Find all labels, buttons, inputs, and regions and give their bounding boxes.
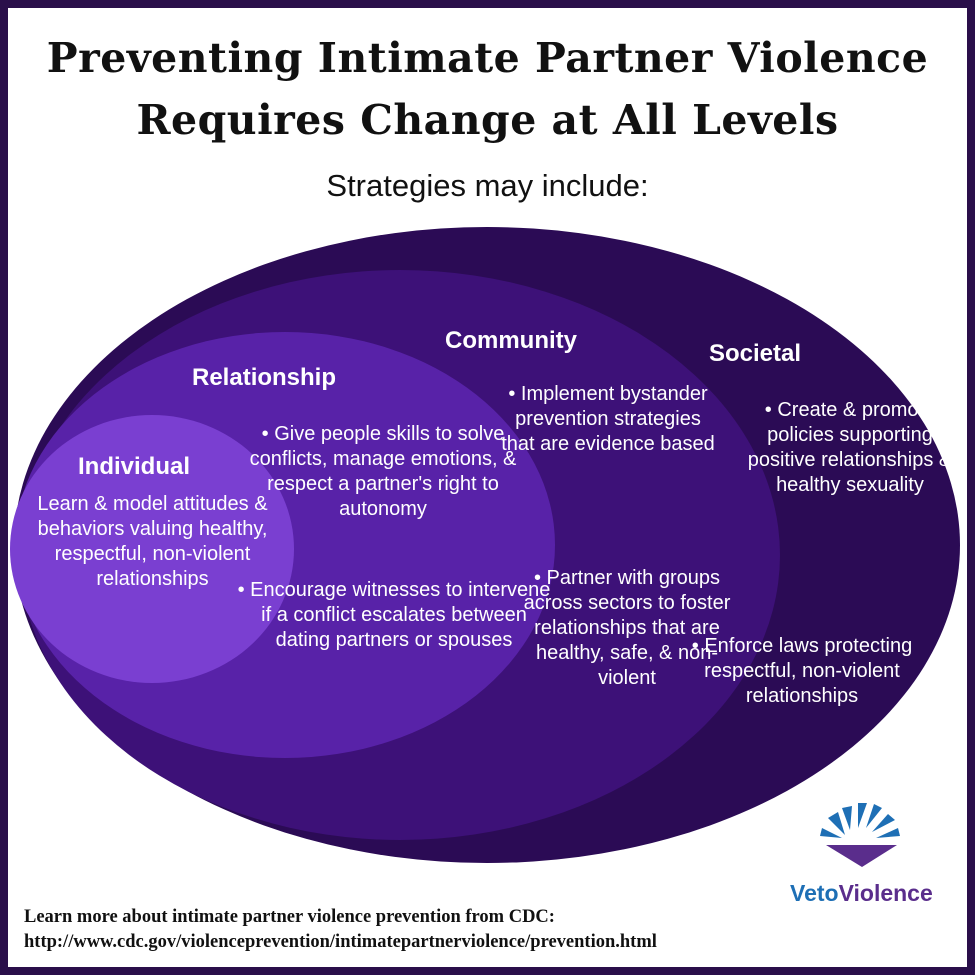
- societal-bullet-1: • Create & promote policies supporting p…: [747, 399, 953, 496]
- cup-shape-icon: [826, 845, 897, 867]
- community-label: Community: [445, 327, 577, 354]
- relationship-bullet-1: • Give people skills to solve conflicts,…: [249, 423, 517, 520]
- vetoviolence-wordmark: VetoViolence: [790, 880, 933, 907]
- footer-link[interactable]: http://www.cdc.gov/violenceprevention/in…: [24, 932, 657, 952]
- individual-text: Learn & model attitudes & behaviors valu…: [37, 493, 268, 590]
- title-line-2: Requires Change at All Levels: [136, 96, 839, 144]
- footer-text: Learn more about intimate partner violen…: [24, 907, 555, 927]
- community-bullet-2: • Partner with groups across sectors to …: [523, 567, 731, 689]
- individual-ellipse: [10, 415, 294, 683]
- relationship-label: Relationship: [192, 364, 337, 391]
- title-line-1: Preventing Intimate Partner Violence: [46, 34, 929, 82]
- societal-label: Societal: [709, 340, 802, 367]
- societal-bullet-2: • Enforce laws protecting respectful, no…: [691, 635, 913, 707]
- brand-part-1: Veto: [790, 880, 839, 906]
- subtitle: Strategies may include:: [326, 168, 649, 203]
- brand-part-2: Violence: [838, 880, 933, 906]
- community-bullet-1: • Implement bystander prevention strateg…: [501, 383, 715, 455]
- individual-label: Individual: [78, 453, 191, 480]
- sunburst-icon: [820, 803, 900, 838]
- relationship-bullet-2: • Encourage witnesses to intervene if a …: [237, 579, 551, 651]
- vetoviolence-logo: [820, 803, 900, 867]
